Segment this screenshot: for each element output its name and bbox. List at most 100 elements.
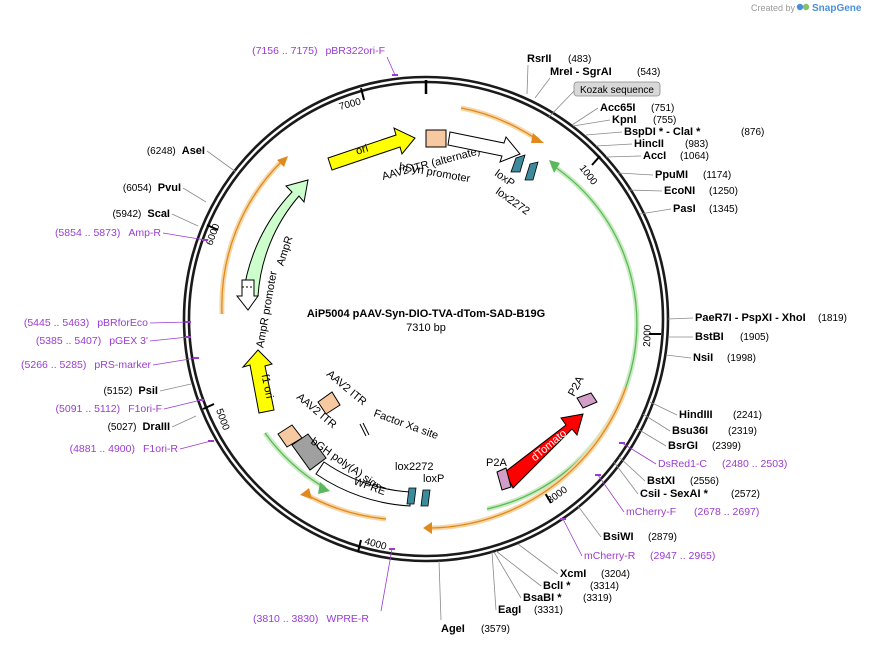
primer-wpre-r-name: WPRE-R [326, 613, 369, 625]
site-bsabi-name: BsaBI * [523, 592, 562, 604]
tick-label: 2000 [642, 324, 654, 347]
site-pasi-name: PasI [673, 203, 696, 215]
site-pasi-pos: (1345) [709, 204, 738, 215]
ampr-label: AmpR [275, 235, 296, 268]
leader-line [571, 107, 599, 126]
site-labels: RsrII(483)MreI - SgrAI(543)Acc65I(751)Kp… [21, 45, 847, 635]
tick-mark [206, 224, 219, 231]
site-bsiwi-name: BsiWI [603, 531, 634, 543]
primer-f1ori-r-pos: (4881 .. 4900) [70, 443, 135, 455]
site-mrei-sgrai-name: MreI - SgrAI [550, 66, 612, 78]
site-nsii-name: NsiI [693, 352, 713, 364]
site-acci-name: AccI [643, 150, 666, 162]
plasmid-size: 7310 bp [406, 322, 446, 334]
site-ppumi-pos: (1174) [703, 170, 731, 181]
tick-mark [591, 155, 601, 166]
primer-dsred1-c-name: DsRed1-C [658, 458, 707, 470]
primer-f1ori-f-name: F1ori-F [128, 403, 162, 415]
site-agei-pos: (3579) [481, 624, 510, 635]
dtomato-feature: dTomato [504, 413, 584, 489]
site-rsrii-pos: (483) [568, 54, 591, 65]
primer-pgex3-name: pGEX 3' [109, 335, 148, 347]
lox-sites-top: loxP lox2272 [492, 154, 539, 218]
arc-green-right [486, 162, 640, 512]
tick-mark [202, 403, 215, 410]
site-scai-pos: (5942) [112, 209, 141, 220]
leader-line [618, 456, 646, 482]
primer-prs-marker-pos: (5266 .. 5285) [21, 359, 86, 371]
primer-leader [621, 442, 657, 465]
leader-line [649, 401, 678, 416]
leader-line [517, 543, 559, 575]
p2a-left: P2A [486, 457, 512, 491]
site-nsii-pos: (1998) [727, 353, 756, 364]
primer-leader [163, 399, 202, 410]
snapgene-watermark: Created by SnapGene [751, 3, 862, 14]
site-xcmi-name: XcmI [560, 568, 586, 580]
site-asei-pos: (6248) [147, 146, 176, 157]
site-psii-name: PsiI [138, 385, 158, 397]
leader-line [667, 317, 694, 320]
leader-line [491, 551, 497, 611]
ori-feature: ori [327, 127, 416, 171]
primer-pgex3-pos: (5385 .. 5407) [36, 335, 101, 347]
leader-line [534, 77, 551, 99]
primer-leader [380, 548, 393, 612]
site-csii-sexai-pos: (2572) [731, 489, 760, 500]
site-bsrgi-pos: (2399) [712, 441, 741, 452]
aav2-itr-bottom: AAV2 ITR AAV2 ITR [277, 368, 369, 448]
site-ppumi-name: PpuMI [655, 169, 688, 181]
site-eagi-name: EagI [498, 604, 521, 616]
leader-line [613, 461, 639, 495]
label-leaders [149, 56, 694, 621]
primer-pbrforeco-name: pBRforEco [97, 317, 148, 329]
factor-xa-label: Factor Xa site [372, 408, 440, 442]
site-xcmi-pos: (3204) [601, 569, 630, 580]
site-acci-pos: (1064) [680, 151, 709, 162]
site-bstbi-pos: (1905) [740, 332, 769, 343]
dtomato-label: dTomato [529, 428, 569, 464]
p2a-right: P2A [566, 374, 598, 409]
site-bsabi-pos: (3319) [583, 593, 612, 604]
p2a-right-label: P2A [566, 374, 587, 399]
leader-line [438, 560, 442, 621]
primer-wpre-r-pos: (3810 .. 3830) [253, 613, 318, 625]
site-kpni-name: KpnI [612, 114, 636, 126]
site-bsrgi-name: BsrGI [668, 440, 698, 452]
site-bcli-pos: (3314) [590, 581, 619, 592]
site-paer7i-name: PaeR7I - PspXI - XhoI [695, 312, 806, 324]
p2a-left-label: P2A [486, 457, 507, 469]
site-bsu36i-pos: (2319) [728, 426, 757, 437]
site-scai-name: ScaI [147, 208, 170, 220]
primer-leader [162, 232, 206, 241]
tick-mark [360, 87, 365, 101]
leader-line [572, 119, 611, 127]
site-hincii-pos: (983) [685, 139, 708, 150]
leader-line [617, 172, 654, 176]
primer-leader [179, 440, 212, 450]
leader-line [639, 208, 672, 215]
primer-amp-r-pos: (5854 .. 5873) [55, 227, 120, 239]
kozak-label: Kozak sequence [580, 85, 654, 96]
leader-line [159, 383, 192, 392]
site-agei-name: AgeI [441, 623, 465, 635]
site-bspdi-clai-name: BspDI * - ClaI * [624, 126, 701, 138]
primer-f1ori-r-name: F1ori-R [143, 443, 178, 455]
site-acc65i-name: Acc65I [600, 102, 635, 114]
tick-label: 1000 [577, 163, 600, 188]
site-psii-pos: (5152) [104, 386, 133, 397]
primer-pbrforeco-pos: (5445 .. 5463) [24, 317, 89, 329]
leader-line [595, 143, 633, 147]
leader-line [182, 187, 207, 203]
site-hindiii-name: HindIII [679, 409, 713, 421]
plasmid-name: AiP5004 pAAV-Syn-DIO-TVA-dTom-SAD-B19G [307, 308, 545, 320]
tick-mark [544, 492, 552, 504]
leader-line [526, 64, 529, 95]
lox2272-bottom-label: lox2272 [395, 461, 434, 473]
site-hincii-name: HincII [634, 138, 664, 150]
leader-line [642, 413, 671, 432]
leader-line [585, 131, 623, 136]
leader-line [171, 415, 197, 428]
site-bstbi-name: BstBI [695, 331, 724, 343]
